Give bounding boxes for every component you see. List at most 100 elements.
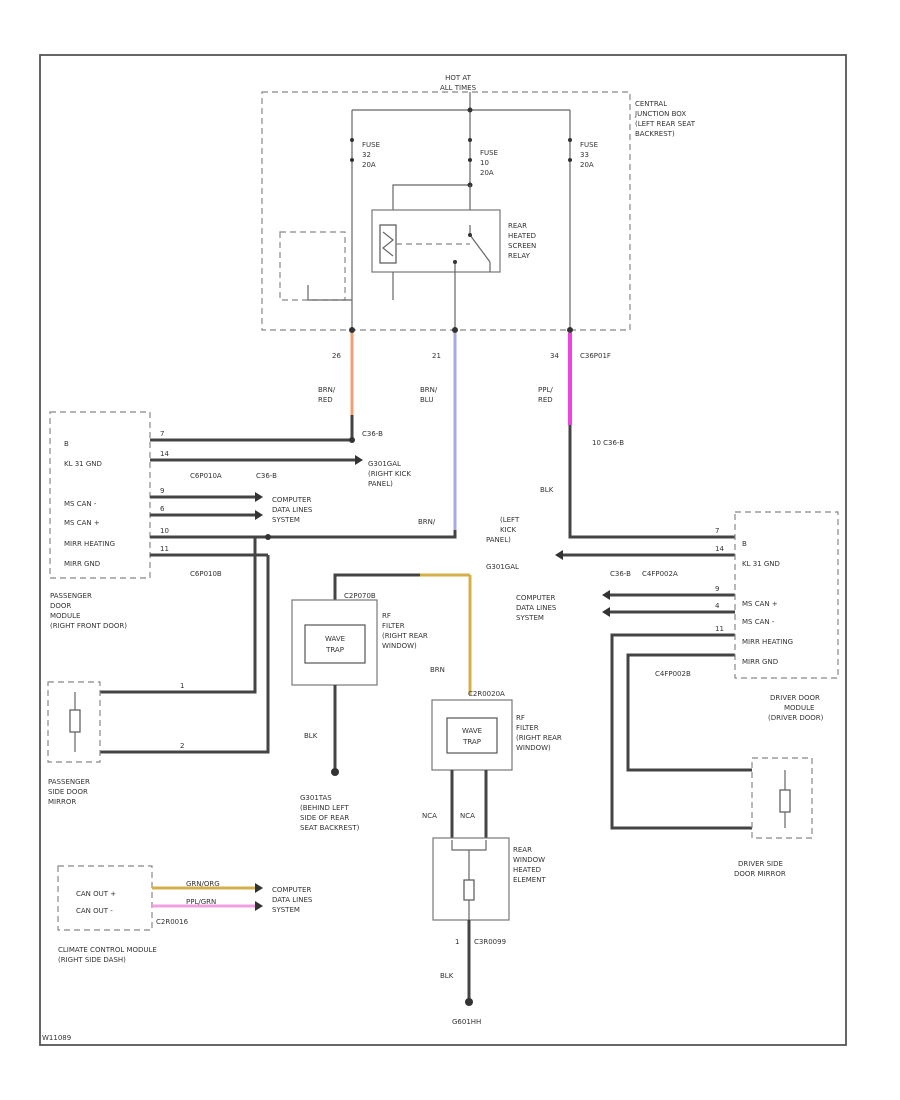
connector-c36p01f: C36P01F — [580, 352, 611, 360]
ddm-pin-mscan-plus: 9 — [715, 585, 719, 593]
ddm-pin-mirr-heating: 11 — [715, 625, 724, 633]
pin-34: 34 — [550, 352, 559, 360]
ddm-row-mscan-plus: MS CAN + — [742, 600, 778, 608]
nca-right: NCA — [460, 812, 475, 820]
fuse-right-number: 33 — [580, 151, 589, 159]
pdm-name-4: (RIGHT FRONT DOOR) — [50, 622, 127, 630]
ccm-name-2: (RIGHT SIDE DASH) — [58, 956, 126, 964]
element-name-3: HEATED — [513, 866, 541, 874]
pdm-pin-mscan-minus: 9 — [160, 487, 164, 495]
gnd-g301tas-3: SIDE OF REAR — [300, 814, 349, 822]
pdm-row-mscan-plus: MS CAN + — [64, 519, 100, 527]
gnd-g301tas-2: (BEHIND LEFT — [300, 804, 349, 812]
gnd-g301gal-2: (RIGHT KICK — [368, 470, 411, 478]
pdm-computer-3: SYSTEM — [272, 516, 300, 524]
wire-right-color-1: PPL/ — [538, 386, 553, 394]
driver-conn-c4fp002b: C4FP002B — [655, 670, 691, 678]
central-junction-box: HOT AT ALL TIMES CENTRAL JUNCTION BOX (L… — [261, 74, 696, 331]
passenger-side-mirror: PASSENGER SIDE DOOR MIRROR — [47, 681, 101, 806]
element-name-4: ELEMENT — [513, 876, 546, 884]
pdm-row-mirr-heating: MIRR HEATING — [64, 540, 115, 548]
pdm-pin-mirr-heating: 10 — [160, 527, 169, 535]
brn-label: BRN/ — [418, 518, 436, 526]
element-name-2: WINDOW — [513, 856, 545, 864]
driver-conn-c36b: C36-B — [610, 570, 631, 578]
filter-left-trap-1: WAVE — [325, 635, 345, 643]
ccm-computer-1: COMPUTER — [272, 886, 311, 894]
filter-left-trap-2: TRAP — [325, 646, 344, 654]
pdm-name-3: MODULE — [50, 612, 80, 620]
rf-filter-left: WAVE TRAP RF FILTER (RIGHT REAR WINDOW) — [291, 599, 428, 686]
passenger-door-module: B KL 31 GND MS CAN - MS CAN + MIRR HEATI… — [49, 411, 151, 630]
junction-box-name-1: CENTRAL — [635, 100, 667, 108]
filter-left-blk: BLK — [304, 732, 318, 740]
ccm-computer-3: SYSTEM — [272, 906, 300, 914]
pdm-name-1: PASSENGER — [50, 592, 92, 600]
ddm-name-2: MODULE — [784, 704, 814, 712]
pdm-row-mirr-gnd: MIRR GND — [64, 560, 100, 568]
driver-blk: BLK — [540, 486, 554, 494]
gnd-g601hh: G601HH — [452, 1018, 481, 1026]
driver-gnd-4: G301GAL — [486, 563, 519, 571]
pmirror-pin-2: 2 — [180, 742, 184, 750]
pdm-row-b: B — [64, 440, 69, 448]
pdm-pin-kl31: 14 — [160, 450, 169, 458]
filter-left-name-4: WINDOW) — [382, 642, 417, 650]
filter-left-name-3: (RIGHT REAR — [382, 632, 428, 640]
pmirror-name-1: PASSENGER — [48, 778, 90, 786]
diagram-border — [39, 54, 847, 1046]
element-conn: C3R0099 — [474, 938, 506, 946]
ccm-row-can-plus: CAN OUT + — [76, 890, 116, 898]
fuse-mid-label: FUSE — [480, 149, 498, 157]
filter-right-name-1: RF — [516, 714, 525, 722]
dmirror-name-2: DOOR MIRROR — [734, 870, 786, 878]
ddm-pin-b: 7 — [715, 527, 719, 535]
ddm-pin-mscan-minus: 4 — [715, 602, 720, 610]
conn-c6p010a: C6P010A — [190, 472, 222, 480]
driver-conn-c4fp002a: C4FP002A — [642, 570, 678, 578]
pdm-pin-mirr-gnd: 11 — [160, 545, 169, 553]
fuse-mid-number: 10 — [480, 159, 489, 167]
gnd-g301gal-3: PANEL) — [368, 480, 393, 488]
wire-left-color-1: BRN/ — [318, 386, 336, 394]
driver-computer-3: SYSTEM — [516, 614, 544, 622]
element-name-1: REAR — [513, 846, 532, 854]
brn-mustard-label: BRN — [430, 666, 445, 674]
driver-door-module: B KL 31 GND MS CAN + MS CAN - MIRR HEATI… — [734, 511, 839, 722]
ccm-wire-b-label: PPL/GRN — [186, 898, 216, 906]
conn-c36b-2: C36-B — [256, 472, 277, 480]
junction-box-name-4: BACKREST) — [635, 130, 675, 138]
pmirror-name-3: MIRROR — [48, 798, 76, 806]
driver-computer-2: DATA LINES — [516, 604, 557, 612]
pdm-pin-mscan-plus: 6 — [160, 505, 165, 513]
rear-window-heated-element: REAR WINDOW HEATED ELEMENT — [432, 837, 546, 921]
filter-left-conn: C2P070B — [344, 592, 376, 600]
ddm-name-3: (DRIVER DOOR) — [768, 714, 824, 722]
diagram-id: W11089 — [42, 1034, 71, 1042]
ccm-name-1: CLIMATE CONTROL MODULE — [58, 946, 157, 954]
ddm-row-mirr-gnd: MIRR GND — [742, 658, 778, 666]
driver-pin-c36b: 10 C36-B — [592, 439, 624, 447]
fuse-left-amps: 20A — [362, 161, 376, 169]
filter-right-name-4: WINDOW) — [516, 744, 551, 752]
filter-right-name-3: (RIGHT REAR — [516, 734, 562, 742]
fuse-mid-amps: 20A — [480, 169, 494, 177]
pdm-computer-1: COMPUTER — [272, 496, 311, 504]
filter-right-conn: C2R0020A — [468, 690, 505, 698]
fuse-right-amps: 20A — [580, 161, 594, 169]
wire-left-color-2: RED — [318, 396, 333, 404]
gnd-g301gal-1: G301GAL — [368, 460, 401, 468]
fuse-right-label: FUSE — [580, 141, 598, 149]
gnd-g301tas-4: SEAT BACKREST) — [300, 824, 360, 832]
ddm-row-b: B — [742, 540, 747, 548]
driver-gnd-2: KICK — [500, 526, 517, 534]
fuse-left-number: 32 — [362, 151, 371, 159]
pmirror-pin-1: 1 — [180, 682, 184, 690]
pdm-row-kl31: KL 31 GND — [64, 460, 102, 468]
pdm-pin-b: 7 — [160, 430, 164, 438]
ccm-row-can-minus: CAN OUT - — [76, 907, 113, 915]
conn-c6p010b: C6P010B — [190, 570, 222, 578]
filter-left-name-2: FILTER — [382, 622, 405, 630]
pdm-computer-2: DATA LINES — [272, 506, 313, 514]
climate-control-module: CAN OUT + CAN OUT - CLIMATE CONTROL MODU… — [57, 865, 157, 964]
